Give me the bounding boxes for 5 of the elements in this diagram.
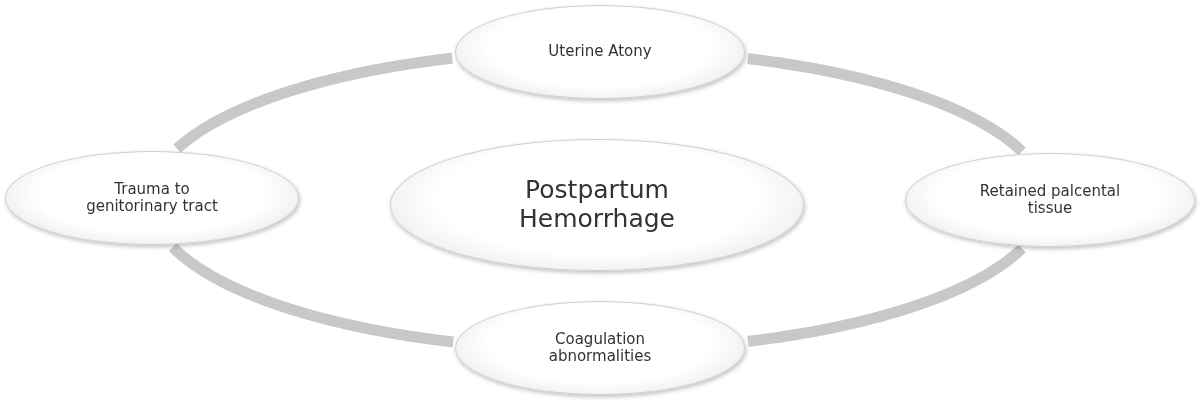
node-label: Uterine Atony <box>548 43 652 61</box>
node-label: Trauma to genitorinary tract <box>85 180 219 216</box>
node-label: Postpartum Hemorrhage <box>518 176 676 234</box>
node-label: Retained palcental tissue <box>978 182 1122 218</box>
node-label: Coagulation abnormalities <box>547 330 653 366</box>
